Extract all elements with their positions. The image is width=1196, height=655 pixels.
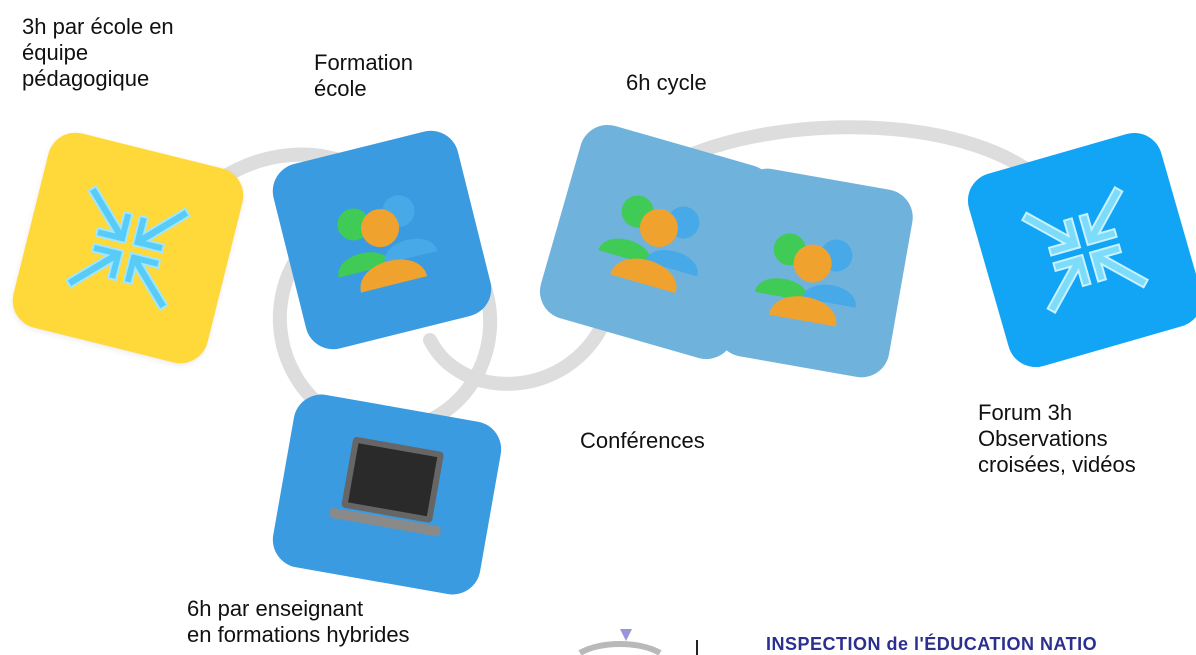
people-group-icon — [598, 195, 700, 294]
tile-forum — [961, 126, 1196, 374]
label-formation-ecole: Formation école — [314, 50, 414, 101]
laptop-icon — [329, 436, 444, 537]
tile-formation-ecole — [266, 124, 498, 356]
tile-cycle-2 — [711, 164, 918, 382]
people-group-icon — [754, 233, 856, 327]
tile-equipe-pedagogique — [6, 126, 250, 370]
tile-formations-hybrides — [268, 390, 506, 599]
tile-cycle-1 — [533, 118, 781, 366]
label-conferences: Conférences — [580, 428, 705, 453]
label-cycle: 6h cycle — [626, 70, 707, 95]
label-forum: Forum 3h Observations croisées, vidéos — [978, 400, 1136, 477]
arrows-inward-icon — [1020, 185, 1150, 315]
footer-divider — [696, 640, 698, 655]
people-group-icon — [337, 195, 438, 293]
footer-institution-title: INSPECTION de l'ÉDUCATION NATIO — [766, 634, 1098, 654]
label-formations-hybrides: 6h par enseignant en formations hybrides — [187, 596, 410, 647]
arrows-inward-icon — [65, 185, 191, 311]
institution-logo-icon — [578, 629, 662, 655]
label-equipe-pedagogique: 3h par école en équipe pédagogique — [22, 14, 174, 91]
